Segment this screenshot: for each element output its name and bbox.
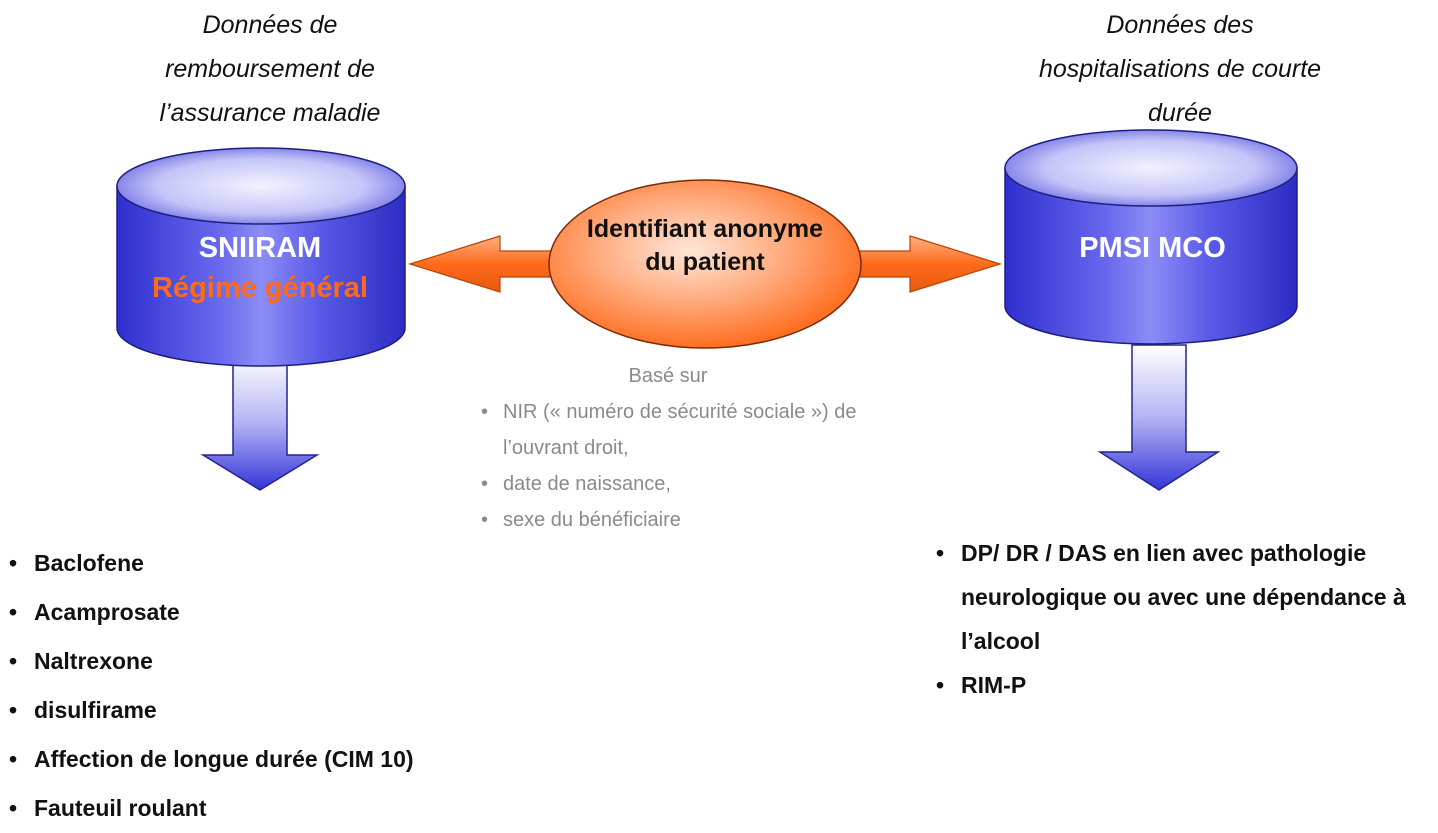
diagram-canvas [116,129,1298,491]
list-item: DP/ DR / DAS en lien avec pathologie neu… [929,531,1434,663]
list-item: Naltrexone [2,637,414,686]
sniiram-subtitle: Régime général [152,272,368,304]
basis-item: NIR (« numéro de sécurité sociale ») de … [478,394,898,466]
sniiram-items-list: Baclofene Acamprosate Naltrexone disulfi… [2,539,414,833]
down-arrow-left [200,354,320,491]
patient-identifier-label: Identifiant anonyme du patient [586,215,824,276]
basis-item: date de naissance, [478,466,898,502]
identifier-basis: Basé sur NIR (« numéro de sécurité socia… [478,358,898,538]
pmsi-database-icon [1004,129,1298,345]
list-item: Affection de longue durée (CIM 10) [2,735,414,784]
link-arrow-left [407,235,561,293]
sniiram-caption: Données de remboursement de l’assurance … [159,11,381,127]
pmsi-name: PMSI MCO [1079,232,1226,264]
pmsi-items-list: DP/ DR / DAS en lien avec pathologie neu… [929,531,1434,707]
list-item: Fauteuil roulant [2,784,414,833]
basis-list: NIR (« numéro de sécurité sociale ») de … [478,394,898,538]
down-arrow-right [1097,344,1221,491]
list-item: RIM-P [929,663,1434,707]
sniiram-name: SNIIRAM [198,232,322,264]
sniiram-database-icon [116,147,406,367]
link-arrow-right [849,235,1003,293]
pmsi-label-block: PMSI MCO [1005,228,1300,268]
patient-identifier-ellipse [548,179,862,349]
pmsi-caption: Données des hospitalisations de courte d… [1038,11,1322,127]
list-item: Baclofene [2,539,414,588]
list-item: disulfirame [2,686,414,735]
list-item: Acamprosate [2,588,414,637]
sniiram-label-block: SNIIRAM Régime général [115,228,405,308]
basis-item: sexe du bénéficiaire [478,502,898,538]
basis-title: Basé sur [628,365,708,387]
